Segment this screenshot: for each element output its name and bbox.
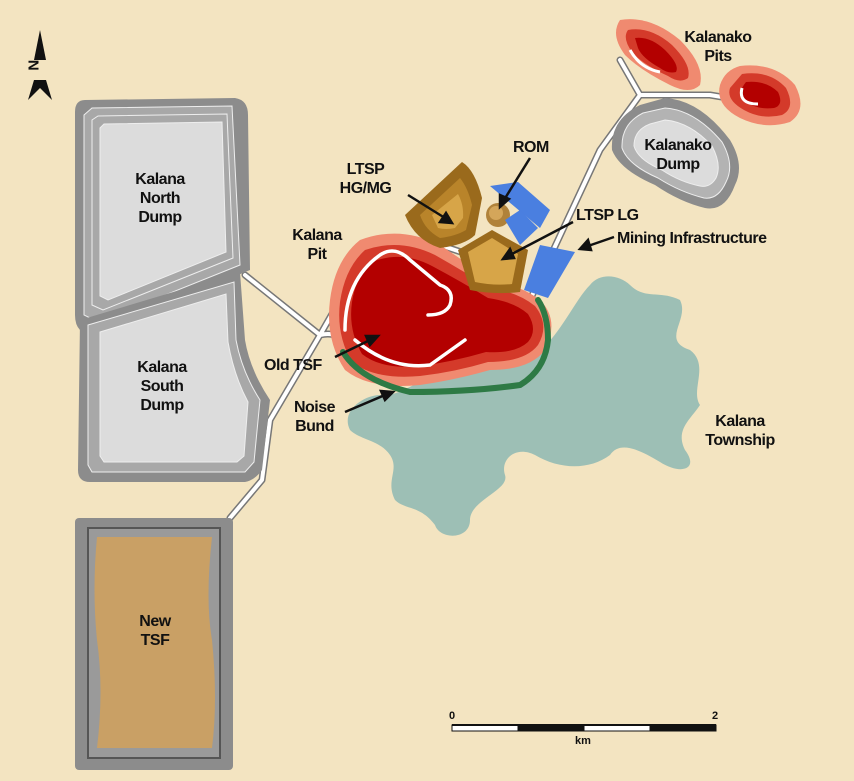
- mining-infrastructure: [490, 182, 575, 298]
- scale-unit: km: [575, 735, 591, 747]
- kalanako-dump: [611, 98, 739, 209]
- label-ltsp-lg: LTSP LG: [576, 207, 639, 224]
- kalana-township-area: [347, 276, 700, 536]
- kalanako-pits: [616, 19, 801, 126]
- kalana-pit: [329, 233, 552, 386]
- label-arrows: [334, 157, 615, 414]
- stockpiles: [405, 162, 528, 294]
- kalana-north-dump: [75, 98, 250, 335]
- label-old-tsf: Old TSF: [264, 357, 322, 374]
- scale-start: 0: [449, 710, 456, 722]
- scale-end: 2: [712, 710, 719, 722]
- label-mining-infrastructure: Mining Infrastructure: [617, 230, 767, 247]
- noise-bund: [340, 297, 552, 396]
- north-label: N: [25, 60, 43, 71]
- new-tsf: [75, 518, 233, 770]
- north-arrow-icon: [28, 30, 52, 100]
- kalana-south-dump: [78, 272, 270, 482]
- label-rom: ROM: [513, 139, 549, 156]
- scale-bar: [451, 724, 717, 732]
